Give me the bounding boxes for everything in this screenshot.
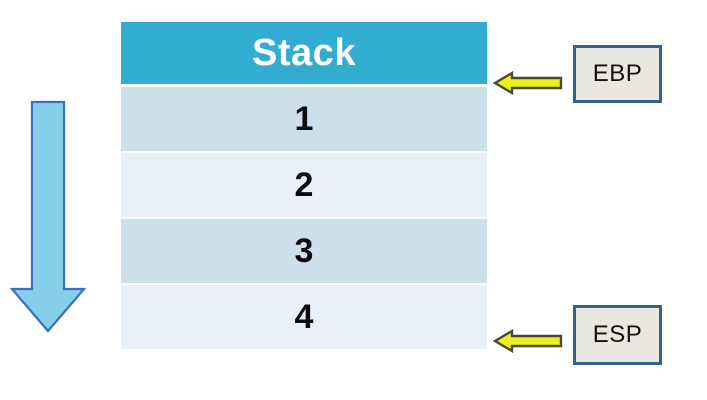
stack-growth-arrow-icon [9,100,87,334]
stack-header: Stack [121,22,487,84]
stack-row-2[interactable]: 2 [121,153,487,217]
stack-row-3[interactable]: 3 [121,219,487,283]
ebp-pointer-arrow-icon [492,70,563,96]
esp-pointer-arrow-icon [492,328,563,354]
register-box-esp[interactable]: ESP [573,305,662,365]
stack-row-1[interactable]: 1 [121,87,487,151]
stack-table: Stack 1 2 3 4 [121,22,487,349]
stack-row-4[interactable]: 4 [121,285,487,349]
register-box-ebp[interactable]: EBP [573,45,662,103]
